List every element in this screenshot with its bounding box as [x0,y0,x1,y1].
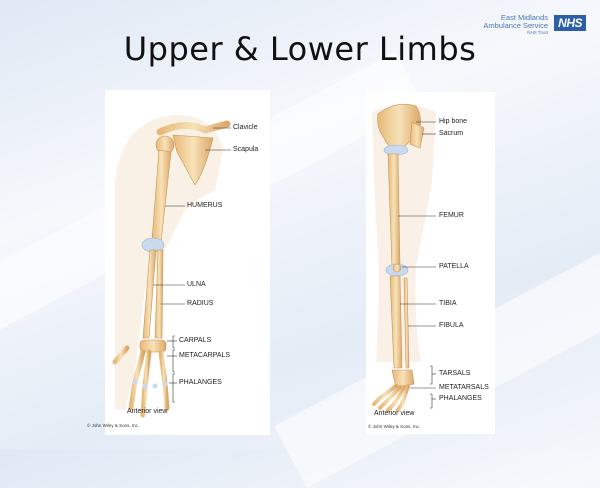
label-carpals: CARPALS [179,337,211,345]
label-femur: FEMUR [439,212,464,220]
label-metacarpals: METACARPALS [179,352,230,360]
label-scapula: Scapula [233,146,258,154]
label-humerus: HUMERUS [187,202,222,210]
logo-line-3: NHS Trust [483,30,548,36]
finger-bone [143,352,149,415]
label-tibia: TIBIA [439,300,457,308]
lower-limb-illustration [366,92,495,434]
tarsals-bracket [430,366,432,384]
logo-line-2: Ambulance Service [483,22,548,30]
lower-limb-copyright: © John Wiley & Sons, Inc. [368,424,420,429]
label-tarsals: TARSALS [439,370,470,378]
lower-limb-caption: Anterior view [374,410,414,417]
carpals-bracket [173,336,175,348]
label-patella: PATELLA [439,263,469,271]
finger-bone [161,352,167,408]
nhs-logo: East Midlands Ambulance Service NHS Trus… [483,14,586,36]
knuckle-joint [153,384,158,389]
knuckle-joint [143,384,148,389]
nhs-badge: NHS [554,15,586,31]
phalanges-bracket [173,374,175,402]
hip-joint [384,145,408,155]
label-clavicle: Clavicle [233,124,258,132]
label-metatarsals: METATARSALS [439,384,489,392]
label-hip-bone: Hip bone [439,118,467,126]
patella-bone [393,264,401,272]
upper-limb-figure: Clavicle Scapula HUMERUS ULNA RADIUS CAR… [105,90,270,435]
label-radius: RADIUS [187,300,213,308]
upper-limb-caption: Anterior view [127,408,167,415]
label-ulna: ULNA [187,281,206,289]
label-sacrum: Sacrum [439,130,463,138]
upper-limb-copyright: © John Wiley & Sons, Inc. [87,423,139,428]
phalanges-bracket [430,394,432,408]
label-phalanges: PHALANGES [179,379,222,387]
lower-limb-figure: Hip bone Sacrum FEMUR PATELLA TIBIA FIBU… [366,92,495,434]
label-phalanges: PHALANGES [439,395,482,403]
label-fibula: FIBULA [439,322,464,330]
knuckle-joint [163,382,168,387]
knuckle-joint [133,380,138,385]
metacarpals-bracket [173,350,175,372]
